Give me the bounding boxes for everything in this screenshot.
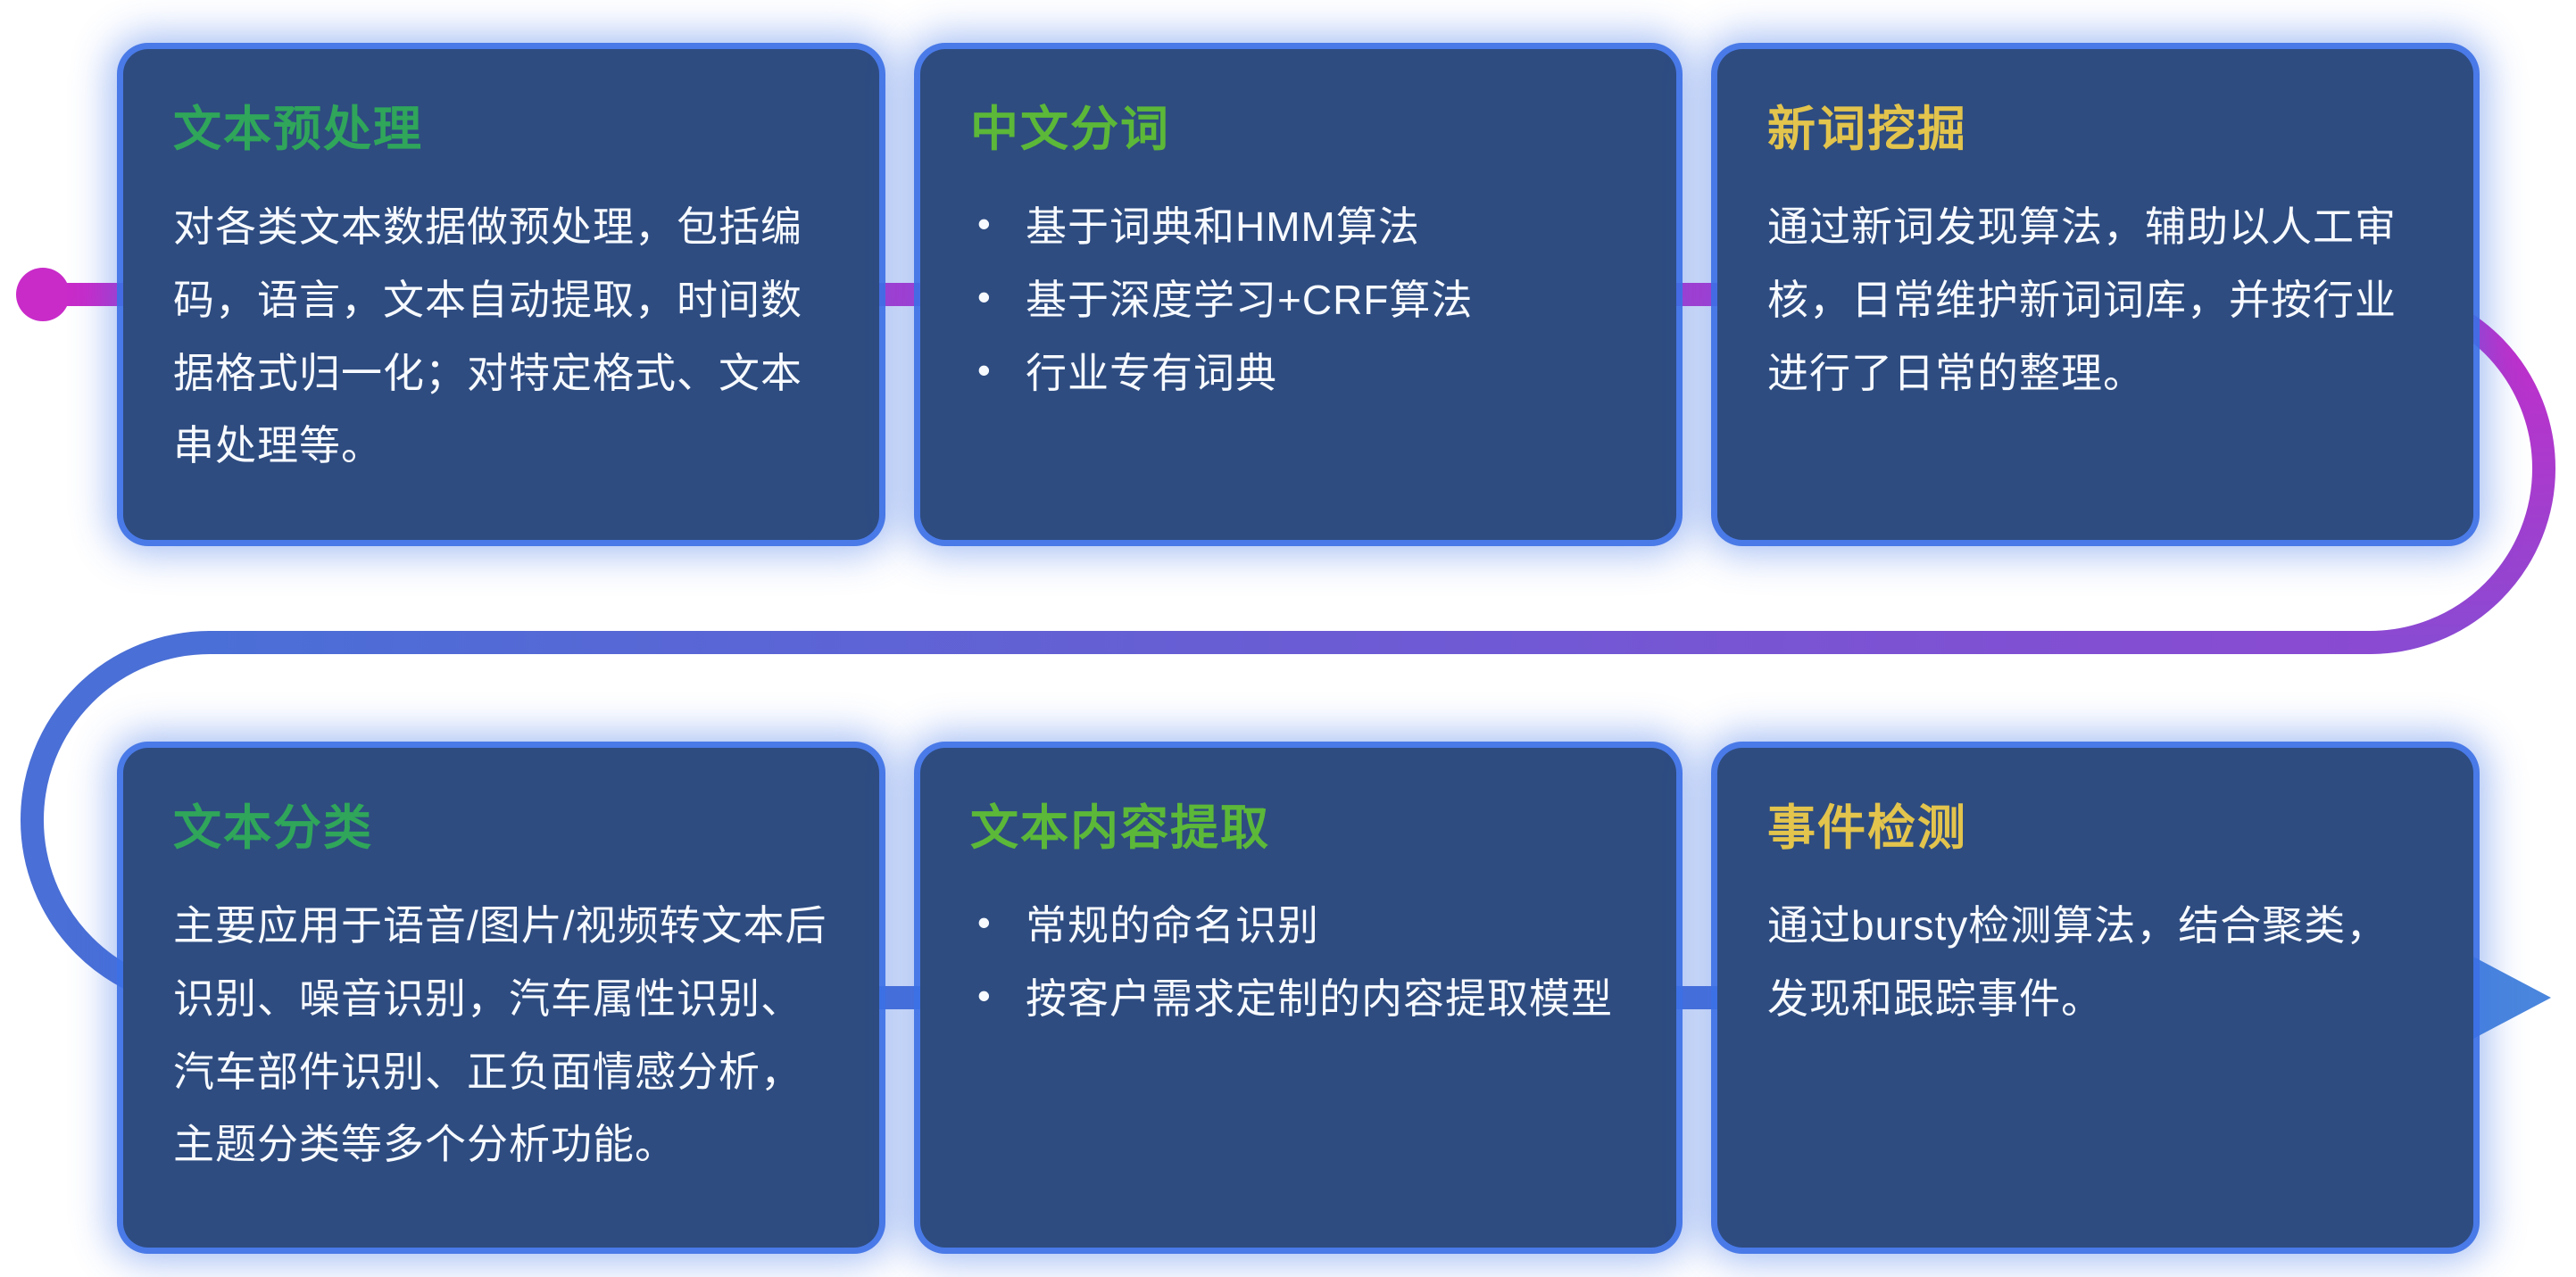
card-new-word-mining: 新词挖掘 通过新词发现算法，辅助以人工审核，日常维护新词词库，并按行业进行了日常… [1717, 49, 2473, 540]
card-title: 文本分类 [173, 801, 373, 855]
card-body: 通过bursty检测算法，结合聚类，发现和跟踪事件。 [1767, 901, 2389, 1022]
card-title: 中文分词 [970, 103, 1170, 156]
card-text-content-extraction: 文本内容提取 常规的命名识别 按客户需求定制的内容提取模型 [920, 748, 1676, 1248]
card-title: 新词挖掘 [1767, 103, 1967, 156]
card-bullet-list: 常规的命名识别 按客户需求定制的内容提取模型 [970, 890, 1626, 1036]
card-text-classification: 文本分类 主要应用于语音/图片/视频转文本后识别、噪音识别，汽车属性识别、汽车部… [123, 748, 879, 1248]
card-title: 文本预处理 [173, 103, 423, 156]
card-title: 文本内容提取 [970, 801, 1270, 855]
flow-arrow-icon [2456, 948, 2551, 1048]
card-bullet-item: 基于深度学习+CRF算法 [970, 264, 1626, 337]
flow-start-dot [16, 268, 70, 321]
card-body: 主要应用于语音/图片/视频转文本后识别、噪音识别，汽车属性识别、汽车部件识别、正… [173, 901, 827, 1168]
card-text-preprocessing: 文本预处理 对各类文本数据做预处理，包括编码，语言，文本自动提取，时间数据格式归… [123, 49, 879, 540]
card-bullet-item: 行业专有词典 [970, 337, 1626, 410]
card-bullet-item: 按客户需求定制的内容提取模型 [970, 963, 1626, 1036]
card-bullet-item: 基于词典和HMM算法 [970, 191, 1626, 264]
card-body: 通过新词发现算法，辅助以人工审核，日常维护新词词库，并按行业进行了日常的整理。 [1767, 203, 2397, 396]
card-bullet-list: 基于词典和HMM算法 基于深度学习+CRF算法 行业专有词典 [970, 191, 1626, 410]
card-body: 对各类文本数据做预处理，包括编码，语言，文本自动提取，时间数据格式归一化；对特定… [173, 203, 802, 469]
card-title: 事件检测 [1767, 801, 1967, 855]
card-bullet-item: 常规的命名识别 [970, 890, 1626, 963]
card-event-detection: 事件检测 通过bursty检测算法，结合聚类，发现和跟踪事件。 [1717, 748, 2473, 1248]
card-chinese-word-segmentation: 中文分词 基于词典和HMM算法 基于深度学习+CRF算法 行业专有词典 [920, 49, 1676, 540]
